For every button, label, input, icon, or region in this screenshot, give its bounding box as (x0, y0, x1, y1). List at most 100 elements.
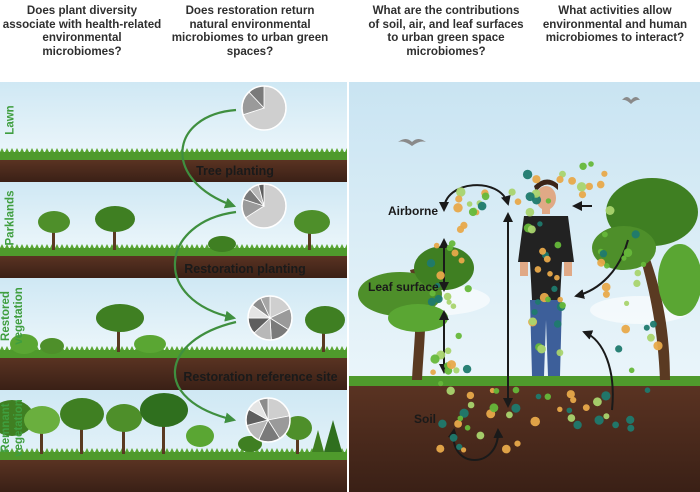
microbe-dot (643, 324, 650, 331)
microbe-dot (557, 406, 563, 412)
microbe-dot (455, 195, 463, 203)
grass-blade (105, 346, 109, 350)
grass-blade (300, 448, 304, 452)
grass-blade (285, 244, 289, 248)
microbe-dot (453, 367, 460, 374)
microbe-dot (530, 416, 540, 427)
grass-blade (145, 244, 149, 248)
microbe-dot (508, 188, 516, 196)
grass-blade (200, 244, 204, 248)
grass-blade (225, 148, 229, 152)
grass-blade (320, 244, 324, 248)
grass-blade (85, 346, 89, 350)
microbe-dot (525, 192, 535, 202)
grass-blade (170, 148, 174, 152)
grass-blade (105, 448, 109, 452)
panel-divider (347, 80, 349, 492)
microbe-dot (438, 380, 444, 387)
grass-blade (65, 346, 69, 350)
grass-blade (270, 346, 274, 350)
grass-blade (235, 448, 239, 452)
grass-blade (295, 346, 299, 350)
grass-blade (5, 346, 9, 350)
grass-blade (205, 448, 209, 452)
microbe-dot (545, 198, 552, 204)
grass-blade (300, 346, 304, 350)
grass-blade (215, 448, 219, 452)
grass-blade (190, 346, 194, 350)
microbe-dot (443, 292, 452, 301)
header-band (0, 0, 700, 80)
grass-blade (5, 448, 9, 452)
microbe-dot (429, 290, 436, 297)
side-label-lawn: Lawn (4, 105, 17, 135)
microbe-dot (599, 250, 608, 258)
microbe-dot (522, 169, 533, 180)
microbe-dot (544, 393, 551, 400)
grass-blade (315, 244, 319, 248)
grass-blade (180, 448, 184, 452)
transition-arrows (173, 108, 237, 424)
microbe-dot (566, 390, 575, 399)
grass-blade (330, 148, 334, 152)
grass-blade (330, 244, 334, 248)
grass-blade (125, 448, 129, 452)
grass-blade (310, 148, 314, 152)
microbe-dot (477, 201, 487, 211)
microbe-dot (539, 247, 547, 255)
grass-blade (100, 244, 104, 248)
label-tree-planting: Tree planting (196, 164, 274, 178)
microbe-dot (593, 397, 602, 407)
pie-outline (247, 295, 293, 341)
grass-blade (165, 448, 169, 452)
microbe-dot (559, 302, 566, 309)
microbe-dot (466, 391, 475, 400)
grass-blade (135, 448, 139, 452)
grass-blade (10, 148, 14, 152)
microbe-dot (468, 207, 478, 217)
grass-blade (170, 448, 174, 452)
grass-blade (315, 346, 319, 350)
microbe-dot (559, 170, 566, 178)
microbe-dot (601, 391, 611, 401)
grass-blade (80, 244, 84, 248)
grass-blade (55, 244, 59, 248)
grass-blade (120, 346, 124, 350)
microbe-dot (602, 290, 610, 298)
microbe-dot (454, 420, 462, 428)
panel-lawn (0, 82, 347, 182)
grass-blade (100, 148, 104, 152)
microbe-dot (556, 175, 564, 184)
grass-blade (260, 244, 264, 248)
microbe-dot (455, 332, 462, 340)
microbe-dot (621, 324, 630, 334)
microbe-dot (556, 349, 564, 357)
grass-blade (110, 148, 114, 152)
grass-blade (180, 244, 184, 248)
grass-blade (130, 148, 134, 152)
microbe-dot (585, 182, 593, 191)
grass-blade (25, 148, 29, 152)
microbe-dot (624, 300, 630, 306)
grass-blade (175, 346, 179, 350)
microbe-dot (566, 407, 573, 414)
microbe-dot (557, 296, 563, 303)
grass-blade (215, 148, 219, 152)
microbe-dot (434, 282, 441, 289)
grass-blade (240, 148, 244, 152)
grass-blade (40, 148, 44, 152)
microbe-dot (451, 249, 459, 257)
grass-blade (265, 346, 269, 350)
grass-blade (325, 148, 329, 152)
grass-blade (70, 346, 74, 350)
grass-blade (140, 244, 144, 248)
grass-blade (240, 244, 244, 248)
grass-blade (95, 148, 99, 152)
grass-blade (135, 244, 139, 248)
microbe-dot (502, 444, 511, 454)
grass-blade (165, 244, 169, 248)
microbe-dot (535, 393, 542, 400)
grass-blade (65, 244, 69, 248)
grass-blade (165, 346, 169, 350)
microbe-dot (579, 162, 587, 170)
